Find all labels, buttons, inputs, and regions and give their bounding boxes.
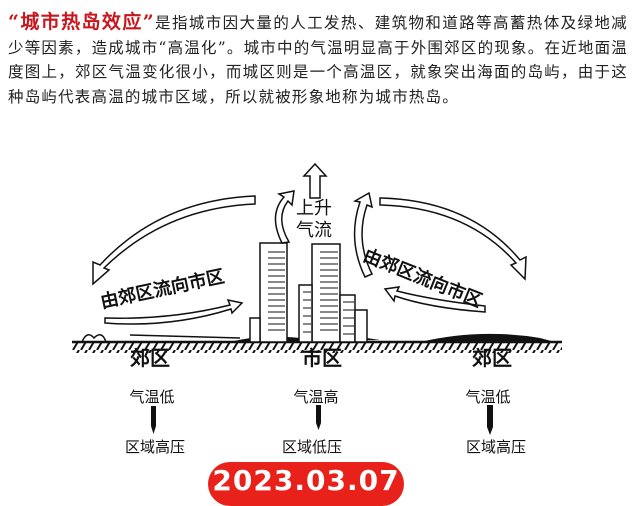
right-outer-arrow-icon (379, 197, 527, 281)
zone-temp-right: 气温低 (465, 388, 510, 406)
down-arrow-icon (316, 405, 321, 430)
down-arrow-icon (151, 406, 156, 434)
zone-name-right: 郊区 (472, 346, 512, 370)
zone-pressure-right: 区域高压 (466, 438, 526, 456)
zone-name-center: 市区 (302, 346, 342, 370)
paragraph-body: 是指城市因大量的人工发热、建筑物和道路等高蓄热体及绿地减少等因素，造成城市“高温… (8, 14, 628, 106)
zone-temp-center: 气温高 (293, 388, 338, 406)
left-inflow-arrow-icon (104, 298, 244, 325)
zone-temp-left: 气温低 (129, 388, 174, 406)
up-arrow-icon (302, 162, 328, 199)
left-outer-arrow-icon (92, 195, 256, 286)
down-arrows (151, 405, 493, 435)
zone-pressure-left: 区域高压 (125, 438, 185, 456)
term-highlight: “城市热岛效应” (8, 11, 155, 33)
rising-air-label-2: 气流 (296, 220, 332, 241)
airflow-arrows (92, 162, 527, 325)
right-rise-arrow-icon (352, 191, 374, 278)
zone-pressure-center: 区域低压 (282, 438, 342, 456)
down-arrow-icon (487, 405, 493, 435)
city-buildings (249, 242, 368, 343)
intro-paragraph: “城市热岛效应”是指城市因大量的人工发热、建筑物和道路等高蓄热体及绿地减少等因素… (8, 10, 628, 109)
shrubs (81, 334, 241, 343)
left-rise-arrow-icon (274, 190, 295, 244)
ground-hatch (72, 343, 562, 353)
left-flow-label: 由郊区流向市区 (98, 265, 226, 313)
right-inflow-arrow-icon (383, 286, 486, 313)
date-badge: 2023.03.07 (208, 462, 404, 506)
rising-air-label-1: 上升 (296, 198, 332, 219)
zone-name-left: 郊区 (130, 346, 170, 370)
